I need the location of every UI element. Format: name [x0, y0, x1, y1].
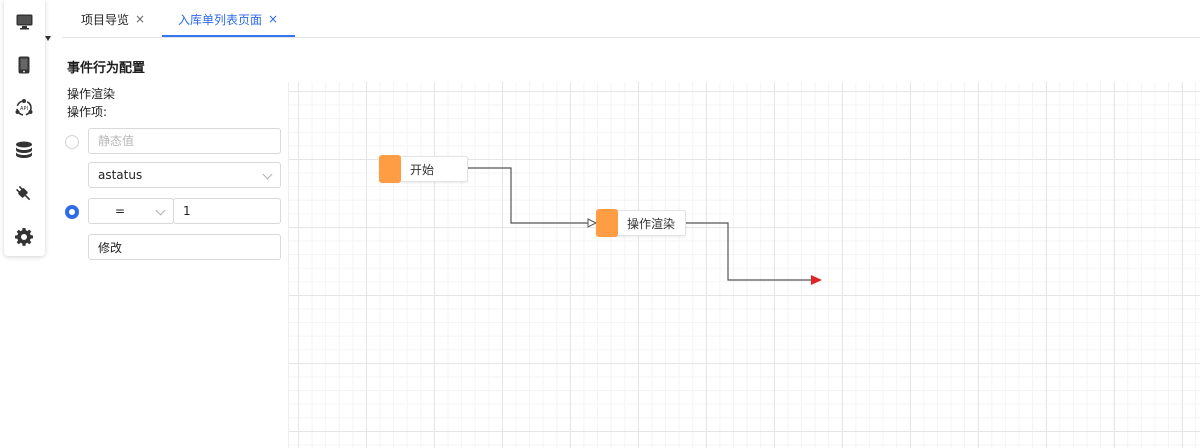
tab-project-overview[interactable]: 项目导览 × [81, 0, 145, 38]
panel-title: 事件行为配置 [67, 61, 146, 76]
api-icon[interactable]: API [12, 96, 36, 120]
operator-select[interactable]: = [88, 198, 174, 224]
action-name: 操作渲染 [67, 87, 116, 101]
tab-inbound-list-page[interactable]: 入库单列表页面 × [178, 0, 278, 38]
flow-canvas[interactable] [288, 82, 1200, 448]
operation-label: 操作项: [67, 105, 108, 119]
node-badge [596, 209, 618, 237]
left-toolbar: API [4, 0, 45, 256]
database-icon[interactable] [12, 139, 36, 163]
static-value-input[interactable] [98, 134, 271, 148]
flow-node-start[interactable]: 开始 [379, 155, 468, 183]
field-select[interactable]: astatus [88, 162, 281, 188]
tab-bar [62, 0, 1200, 38]
tab-label: 项目导览 [81, 12, 130, 27]
node-label: 开始 [410, 162, 435, 177]
condition-value-field[interactable]: 1 [173, 198, 281, 224]
flow-node-render[interactable]: 操作渲染 [596, 209, 686, 237]
field-select-value: astatus [98, 168, 143, 182]
static-value-field[interactable] [88, 128, 281, 154]
plug-icon[interactable] [12, 182, 36, 206]
active-tab-indicator [162, 35, 295, 37]
close-icon[interactable]: × [135, 12, 146, 26]
close-icon[interactable]: × [268, 12, 279, 26]
monitor-icon[interactable] [12, 10, 36, 34]
rail-collapse-marker [45, 36, 51, 41]
action-input[interactable]: 修改 [88, 234, 281, 260]
gear-icon[interactable] [12, 225, 36, 249]
chevron-down-icon [155, 205, 166, 216]
condition-value: 1 [183, 204, 191, 218]
static-value-radio[interactable] [65, 135, 79, 149]
condition-radio[interactable] [65, 205, 79, 219]
node-badge [379, 155, 401, 183]
mobile-phone-icon[interactable] [12, 53, 36, 77]
svg-text:API: API [20, 106, 28, 112]
node-label: 操作渲染 [627, 216, 676, 231]
operator-value: = [114, 204, 126, 218]
action-input-value: 修改 [98, 240, 123, 255]
tab-label: 入库单列表页面 [178, 12, 263, 27]
chevron-down-icon [262, 169, 273, 180]
